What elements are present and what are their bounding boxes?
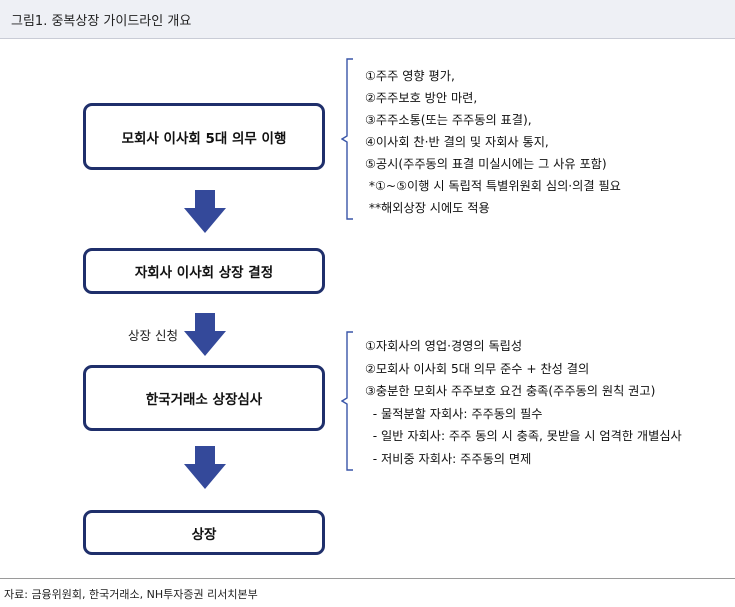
down-arrow-2 (184, 313, 226, 356)
box-krx-listing-review: 한국거래소 상장심사 (83, 365, 325, 431)
note-item: ②모회사 이사회 5대 의무 준수 + 찬성 결의 (365, 361, 590, 376)
source-note: 자료: 금융위원회, 한국거래소, NH투자증권 리서치본부 (4, 588, 258, 601)
note-item: ②주주보호 방안 마련, (365, 91, 478, 105)
bracket-top (341, 58, 353, 220)
listing-application-label: 상장 신청 (128, 328, 178, 343)
bracket-bottom (341, 331, 353, 471)
note-item: - 저비중 자회사: 주주동의 면제 (365, 451, 532, 466)
note-item: ①자회사의 영업·경영의 독립성 (365, 339, 523, 353)
note-item: ④이사회 찬·반 결의 및 자회사 통지, (365, 135, 549, 149)
box-parent-board-duties: 모회사 이사회 5대 의무 이행 (83, 103, 325, 170)
note-item: ③주주소통(또는 주주동의 표결), (365, 113, 532, 127)
notes-listing-review: ①자회사의 영업·경영의 독립성 ②모회사 이사회 5대 의무 준수 + 찬성 … (365, 335, 682, 470)
note-item: **해외상장 시에도 적용 (365, 201, 490, 215)
notes-parent-duties: ①주주 영향 평가, ②주주보호 방안 마련, ③주주소통(또는 주주동의 표결… (365, 65, 621, 219)
down-arrow-3 (184, 446, 226, 489)
note-item: - 일반 자회사: 주주 동의 시 충족, 못받을 시 엄격한 개별심사 (365, 429, 682, 443)
box-listing: 상장 (83, 510, 325, 555)
figure-header: 그림1. 중복상장 가이드라인 개요 (0, 0, 735, 39)
note-item: ⑤공시(주주동의 표결 미실시에는 그 사유 포함) (365, 157, 607, 171)
note-item: ①주주 영향 평가, (365, 69, 455, 83)
footer-divider (0, 578, 735, 579)
note-item: *①~⑤이행 시 독립적 특별위원회 심의·의결 필요 (365, 179, 621, 193)
note-item: ③충분한 모회사 주주보호 요건 충족(주주동의 원칙 권고) (365, 384, 656, 398)
note-item: - 물적분할 자회사: 주주동의 필수 (365, 406, 543, 421)
figure-title: 그림1. 중복상장 가이드라인 개요 (11, 14, 192, 29)
box-subsidiary-board-decision: 자회사 이사회 상장 결정 (83, 248, 325, 294)
down-arrow-1 (184, 190, 226, 233)
